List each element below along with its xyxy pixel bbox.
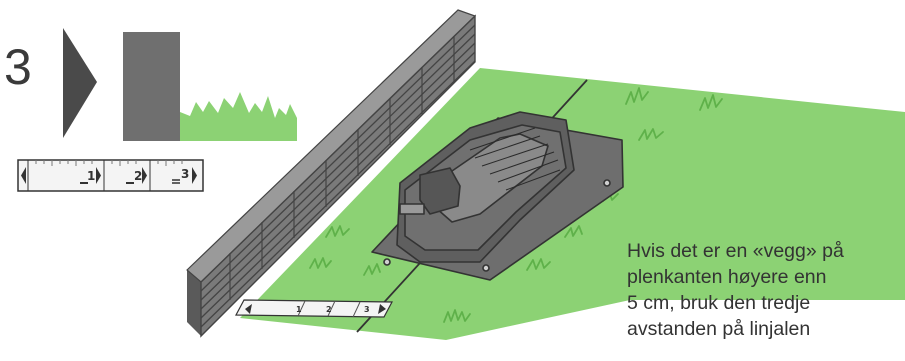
lawn-ruler-mark-3: 3: [364, 305, 370, 314]
lawn-ruler-mark-2: 2: [326, 305, 332, 314]
arrow-right-icon: [63, 28, 97, 138]
ruler-mark-3: 3: [181, 167, 189, 181]
ruler-small: 1 2 3: [17, 159, 204, 192]
ruler-mark-2: 2: [134, 169, 142, 183]
lawn-ruler-mark-1: 1: [296, 305, 302, 314]
brick-wall: [186, 9, 477, 338]
ruler-on-lawn: 1 2 3: [235, 299, 393, 318]
step-number: 3: [4, 39, 32, 95]
ruler-mark-1: 1: [87, 169, 95, 183]
instruction-line-3: 5 cm, bruk den tredje: [627, 292, 811, 314]
robot-mower: [396, 111, 575, 263]
step-indicator: [63, 28, 297, 141]
ruler-left-arrow: [21, 167, 26, 184]
instruction-caption: Hvis det er en «vegg» på plenkanten høye…: [627, 238, 902, 342]
ruler-mark-1-arrow: [96, 167, 101, 184]
ruler-mark-2-arrow: [142, 167, 147, 184]
instruction-line-1: Hvis det er en «vegg» på: [627, 240, 844, 262]
grass-patch: [180, 92, 297, 141]
instruction-line-4: avstanden på linjalen: [627, 318, 811, 340]
instruction-line-2: plenkanten høyere enn: [627, 266, 827, 288]
wall-cross-section: [123, 32, 180, 141]
ruler-mark-3-arrow: [192, 167, 197, 184]
